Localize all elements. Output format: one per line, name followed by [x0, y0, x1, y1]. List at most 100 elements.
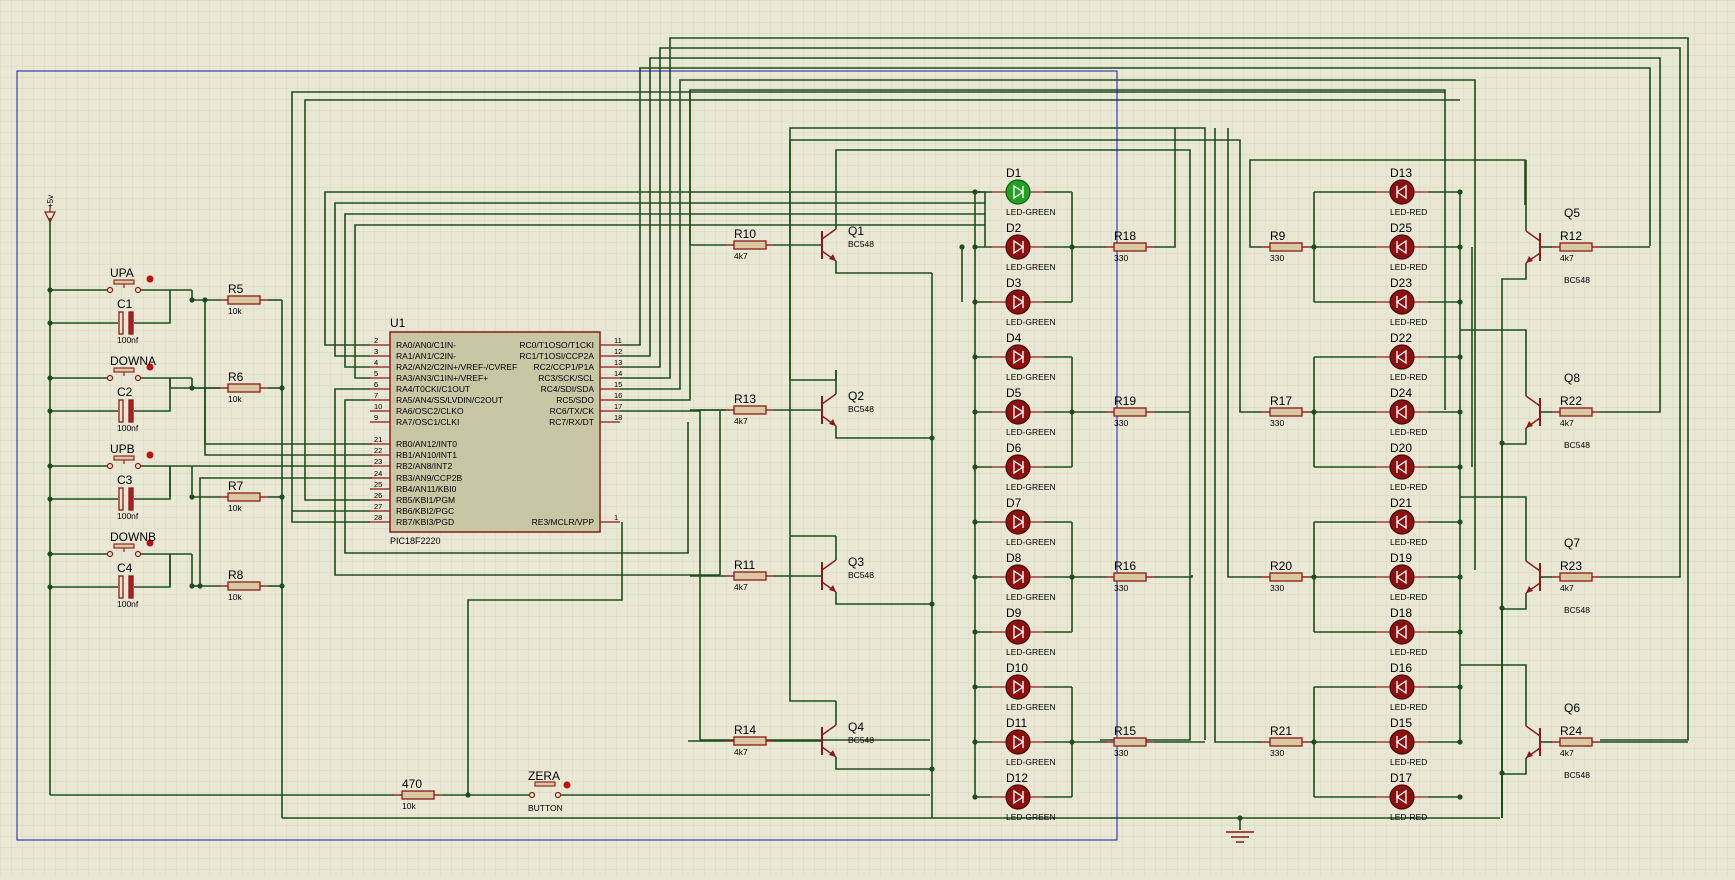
- led-diode-icon: [1013, 624, 1025, 640]
- led-diode-icon: [1013, 569, 1025, 585]
- red-led-8-label: D18: [1390, 606, 1412, 620]
- q-left-2-label: Q3: [848, 555, 864, 569]
- wire: [1154, 128, 1176, 248]
- button-contact: [134, 374, 142, 382]
- red-led-3-type: LED-RED: [1390, 372, 1427, 382]
- green-led-0-type: LED-GREEN: [1006, 207, 1056, 217]
- red-led-7-label: D19: [1390, 551, 1412, 565]
- mcu-pin-number: 21: [374, 435, 382, 444]
- mcu-pin-number: 15: [614, 380, 622, 389]
- red-led-1-type: LED-RED: [1390, 262, 1427, 272]
- cap-plate: [128, 487, 134, 511]
- transistor-collector: [821, 228, 837, 240]
- resistor-body: [1269, 572, 1303, 582]
- mcu-pin-label: RB3/AN9/CCP2B: [396, 473, 462, 483]
- resistor-body: [1269, 737, 1303, 747]
- wire: [789, 139, 1220, 545]
- junction-dot: [1457, 629, 1463, 635]
- r-left-1-label: R6: [228, 370, 244, 384]
- junction-dot: [197, 583, 203, 589]
- mcu-pin-label: RC3/SCK/SCL: [538, 373, 594, 383]
- cap-1-value: 100nf: [117, 423, 139, 433]
- mcu-pin-label: RA3/AN3/C1IN+/VREF+: [396, 373, 488, 383]
- mcu-pin-label: RC4/SDI/SDA: [541, 384, 595, 394]
- mcu-pin-number: 6: [374, 380, 378, 389]
- r-base-right-0-value: 4k7: [1560, 253, 1574, 263]
- mcu-pin-label: RB2/AN8/INT2: [396, 461, 452, 471]
- led-body: [1005, 729, 1031, 755]
- led-diode-icon: [1013, 404, 1025, 420]
- r-reset-label: 470: [402, 777, 422, 791]
- q-left-0-label: Q1: [848, 224, 864, 238]
- mcu-pin-label: RA2/AN2/C2IN+/VREF-/CVREF: [396, 362, 517, 372]
- wire: [324, 191, 985, 346]
- cap-plate: [118, 487, 124, 511]
- resistor: [1552, 407, 1600, 417]
- wire: [1460, 496, 1527, 537]
- resistor: [1106, 242, 1154, 252]
- transistor-arrow-icon: [829, 254, 836, 261]
- r-left-0-label: R5: [228, 282, 244, 296]
- green-led-9-label: D10: [1006, 661, 1028, 675]
- resistor: [1262, 572, 1310, 582]
- transistor-collector: [1525, 560, 1541, 572]
- resistor: [1262, 407, 1310, 417]
- r-base-right-1-label: R22: [1560, 394, 1582, 408]
- resistor: [1106, 407, 1154, 417]
- reset-button-type: BUTTON: [528, 803, 563, 813]
- led: [992, 454, 1044, 480]
- led: [1376, 729, 1428, 755]
- mcu-pin-number: 3: [374, 347, 378, 356]
- resistor: [726, 736, 774, 746]
- green-led-4-type: LED-GREEN: [1006, 427, 1056, 437]
- junction-dot: [47, 320, 53, 326]
- red-led-10-label: D15: [1390, 716, 1412, 730]
- button-contact: [134, 286, 142, 294]
- mcu-pin-label: RC6/TX/CK: [550, 406, 595, 416]
- led: [992, 344, 1044, 370]
- junction-dot: [1457, 189, 1463, 195]
- red-res-1-value: 330: [1270, 418, 1284, 428]
- npn-transistor: [1525, 560, 1541, 594]
- button-contact: [134, 462, 142, 470]
- led-diode-icon: [1395, 569, 1407, 585]
- wire: [304, 99, 1460, 501]
- led-body: [1005, 179, 1031, 205]
- junction-dot: [972, 739, 978, 745]
- led: [992, 234, 1044, 260]
- led: [1376, 399, 1428, 425]
- wire: [835, 757, 932, 770]
- wire: [467, 522, 623, 795]
- green-led-0-label: D1: [1006, 166, 1022, 180]
- mcu-pin-label: RC1/T1OSI/CCP2A: [519, 351, 594, 361]
- red-led-6-label: D21: [1390, 496, 1412, 510]
- led: [992, 784, 1044, 810]
- led-diode-icon: [1395, 679, 1407, 695]
- led-body: [1389, 454, 1415, 480]
- red-led-0-label: D13: [1390, 166, 1412, 180]
- wire: [620, 79, 1476, 570]
- transistor-arrow-icon: [1526, 586, 1533, 593]
- resistor-body: [1559, 407, 1593, 417]
- wire: [1249, 159, 1526, 248]
- green-led-4-label: D5: [1006, 386, 1022, 400]
- junction-dot: [189, 494, 195, 500]
- junction-dot: [1457, 464, 1463, 470]
- cap-1-label: C2: [117, 385, 133, 399]
- junction-dot: [972, 299, 978, 305]
- junction-dot: [972, 409, 978, 415]
- junction-dot: [1499, 770, 1505, 776]
- mcu-pin-number: 16: [614, 391, 622, 400]
- mcu-pin-label: RB5/KBI1/PGM: [396, 495, 455, 505]
- wire: [1501, 593, 1527, 818]
- red-led-1-label: D25: [1390, 221, 1412, 235]
- transistor-arrow-icon: [829, 750, 836, 757]
- button-cap: [113, 543, 135, 549]
- red-led-4-type: LED-RED: [1390, 427, 1427, 437]
- led-body: [1005, 454, 1031, 480]
- button-indicator-icon: [146, 275, 154, 283]
- led-body: [1005, 564, 1031, 590]
- button-contact: [134, 550, 142, 558]
- wire: [789, 545, 836, 702]
